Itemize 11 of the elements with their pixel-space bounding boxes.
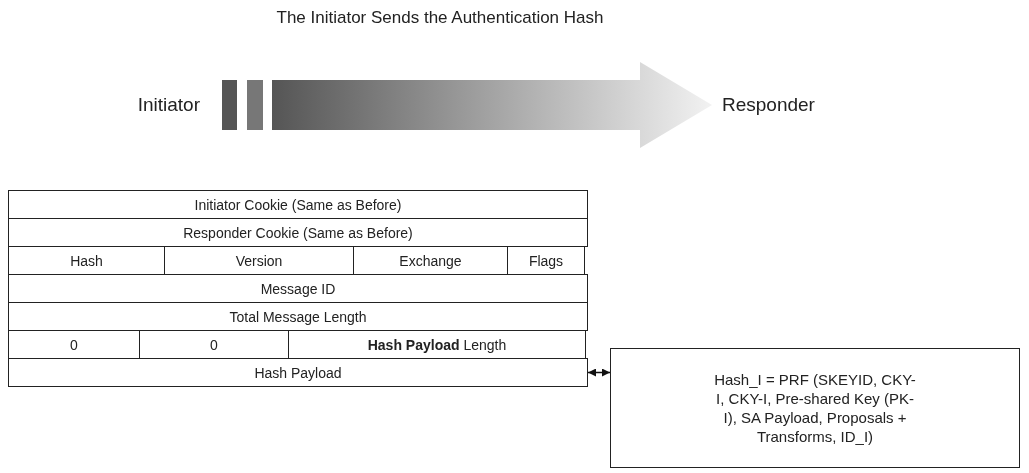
arrow bbox=[222, 62, 712, 148]
diagram-title: The Initiator Sends the Authentication Hash bbox=[275, 8, 605, 28]
arrow bbox=[587, 368, 611, 377]
table-cell: Total Message Length bbox=[8, 302, 588, 331]
table-cell: Initiator Cookie (Same as Before) bbox=[8, 190, 588, 219]
table-cell: Responder Cookie (Same as Before) bbox=[8, 218, 588, 247]
table-cell: Hash Payload bbox=[8, 358, 588, 387]
formula-box: Hash_I = PRF (SKEYID, CKY-I, CKY-I, Pre-shared Key (PK-I), SA Payload, Proposals + Transforms, ID_I) bbox=[610, 348, 1020, 468]
endpoint-label: Responder bbox=[722, 94, 852, 116]
table-cell: Message ID bbox=[8, 274, 588, 303]
endpoint-label: Initiator bbox=[90, 94, 200, 116]
